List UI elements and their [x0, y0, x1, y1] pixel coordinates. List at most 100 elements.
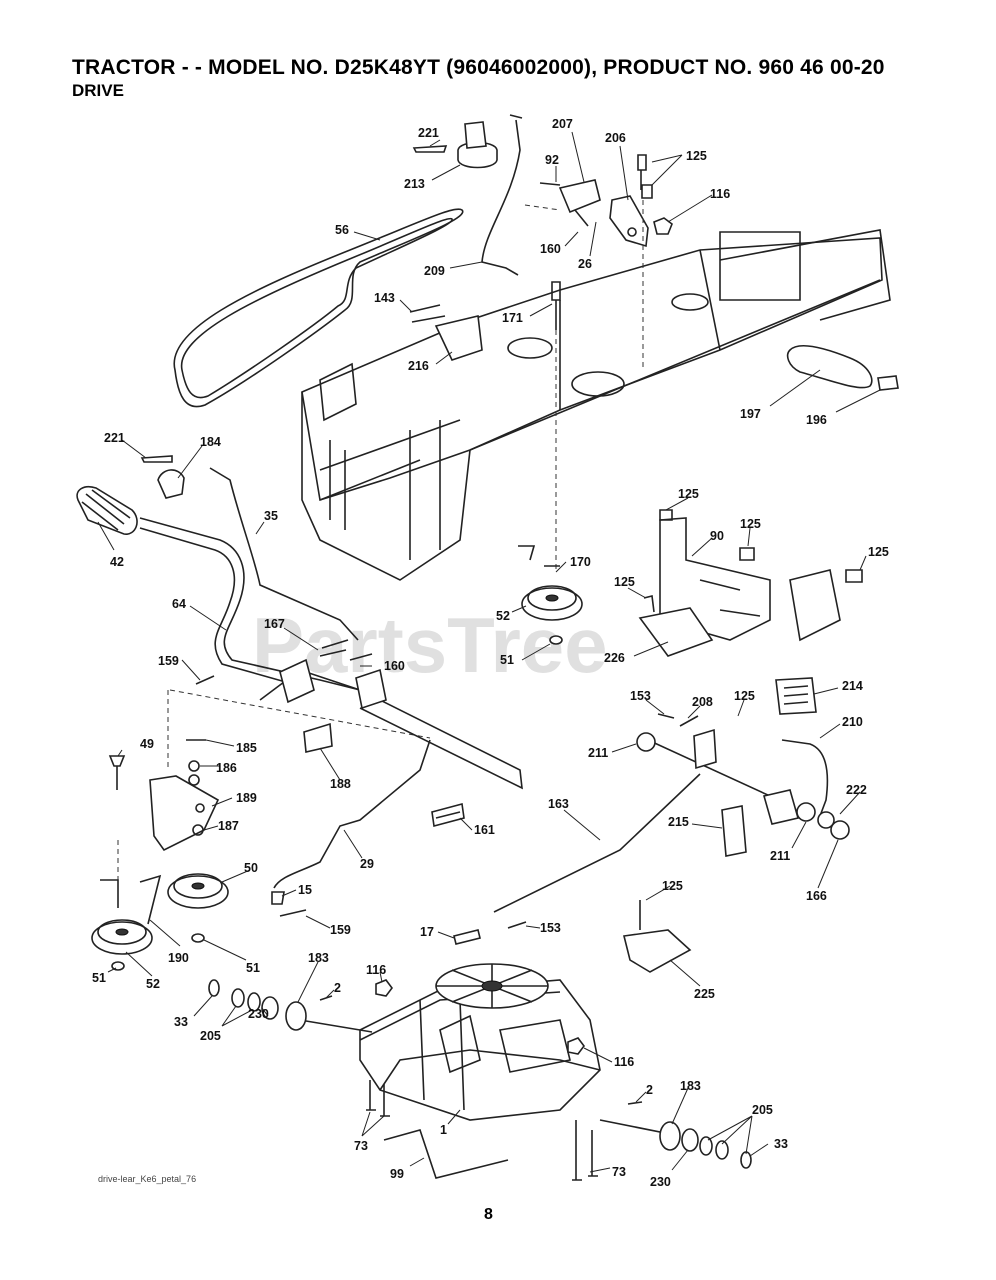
idler-pulley-52 — [91, 919, 153, 955]
callout-116: 116 — [366, 963, 386, 977]
brake-pedal-pad-214 — [775, 677, 817, 715]
callout-33: 33 — [174, 1015, 188, 1029]
nut-116 — [375, 979, 393, 997]
callout-211: 211 — [588, 746, 608, 760]
callout-213: 213 — [404, 177, 425, 191]
pedal-pad-42 — [76, 485, 138, 535]
callout-73: 73 — [354, 1139, 368, 1153]
lever-knob-213 — [457, 121, 498, 169]
callout-153: 153 — [630, 689, 651, 703]
spacer-187 — [192, 824, 204, 836]
callout-64: 64 — [172, 597, 186, 611]
callout-222: 222 — [846, 783, 867, 797]
callout-125: 125 — [678, 487, 699, 501]
callout-163: 163 — [548, 797, 569, 811]
callout-2: 2 — [646, 1083, 653, 1097]
callout-230: 230 — [650, 1175, 671, 1189]
alignment-line — [524, 204, 561, 211]
callout-153: 153 — [540, 921, 561, 935]
callout-56: 56 — [335, 223, 349, 237]
bracket-215 — [721, 805, 747, 857]
callout-52: 52 — [496, 609, 510, 623]
callout-205: 205 — [752, 1103, 773, 1117]
brake-arm-210 — [781, 739, 829, 817]
left-axle — [299, 1019, 373, 1033]
callout-51: 51 — [246, 961, 260, 975]
callout-211: 211 — [770, 849, 790, 863]
nut-116 — [567, 1037, 585, 1055]
spring-17 — [453, 929, 481, 945]
bolt-125 — [739, 547, 755, 561]
rod-35 — [209, 467, 359, 641]
nut-166 — [830, 820, 850, 840]
callout-171: 171 — [502, 311, 523, 325]
rod-29 — [273, 739, 431, 889]
bolts-125-top — [637, 154, 653, 199]
callout-26: 26 — [578, 257, 592, 271]
washer-211 — [636, 732, 656, 752]
callout-1: 1 — [440, 1123, 447, 1137]
callout-197: 197 — [740, 407, 761, 421]
idler-bracket-207 — [539, 179, 601, 227]
bracket-188 — [303, 722, 333, 753]
callout-185: 185 — [236, 741, 257, 755]
callout-42: 42 — [110, 555, 124, 569]
page-title: TRACTOR - - MODEL NO. D25K48YT (96046002… — [72, 56, 885, 79]
pin-153 — [657, 713, 675, 719]
callout-189: 189 — [236, 791, 257, 805]
bolt-73 — [572, 1120, 598, 1181]
idler-bracket-189 — [149, 774, 220, 852]
callout-215: 215 — [668, 815, 689, 829]
callout-221: 221 — [418, 126, 439, 140]
callout-221: 221 — [104, 431, 125, 445]
callout-99: 99 — [390, 1167, 404, 1181]
callout-230: 230 — [248, 1007, 269, 1021]
callout-210: 210 — [842, 715, 863, 729]
pin-153 — [507, 921, 527, 929]
callout-187: 187 — [218, 819, 239, 833]
spring-167 — [321, 639, 349, 649]
callout-161: 161 — [474, 823, 495, 837]
pedal-shaft-64 — [139, 517, 361, 691]
callout-184: 184 — [200, 435, 221, 449]
callout-33: 33 — [774, 1137, 788, 1151]
nut-116-top — [653, 217, 673, 235]
callout-205: 205 — [200, 1029, 221, 1043]
callout-125: 125 — [662, 879, 683, 893]
callout-50: 50 — [244, 861, 258, 875]
spring-159 — [279, 909, 307, 917]
leader-lines — [97, 131, 881, 1173]
alignment-line — [169, 689, 431, 739]
callout-206: 206 — [605, 131, 626, 145]
hairpin-clip-221-top — [412, 145, 448, 153]
washer-15 — [271, 891, 285, 905]
brake-bracket — [693, 728, 800, 825]
washer-222 — [817, 811, 835, 829]
nut-51 — [549, 635, 563, 645]
callout-160: 160 — [384, 659, 405, 673]
callout-116: 116 — [710, 187, 730, 201]
callout-225: 225 — [694, 987, 715, 1001]
callout-188: 188 — [330, 777, 351, 791]
callout-190: 190 — [168, 951, 189, 965]
bolts-143 — [409, 304, 446, 323]
callout-2: 2 — [334, 981, 341, 995]
spacer-186 — [188, 760, 200, 772]
callout-125: 125 — [734, 689, 755, 703]
callout-17: 17 — [420, 925, 434, 939]
callout-51: 51 — [500, 653, 514, 667]
callout-125: 125 — [868, 545, 889, 559]
callout-160: 160 — [540, 242, 561, 256]
callout-209: 209 — [424, 264, 445, 278]
callout-166: 166 — [806, 889, 827, 903]
hairpin-clip-221 — [140, 455, 173, 463]
callout-51: 51 — [92, 971, 106, 985]
callout-35: 35 — [264, 509, 278, 523]
page-number: 8 — [484, 1206, 493, 1223]
key-2 — [627, 1101, 643, 1105]
bolt-125 — [845, 569, 863, 583]
callout-159: 159 — [330, 923, 351, 937]
callout-49: 49 — [140, 737, 154, 751]
callout-226: 226 — [604, 651, 625, 665]
